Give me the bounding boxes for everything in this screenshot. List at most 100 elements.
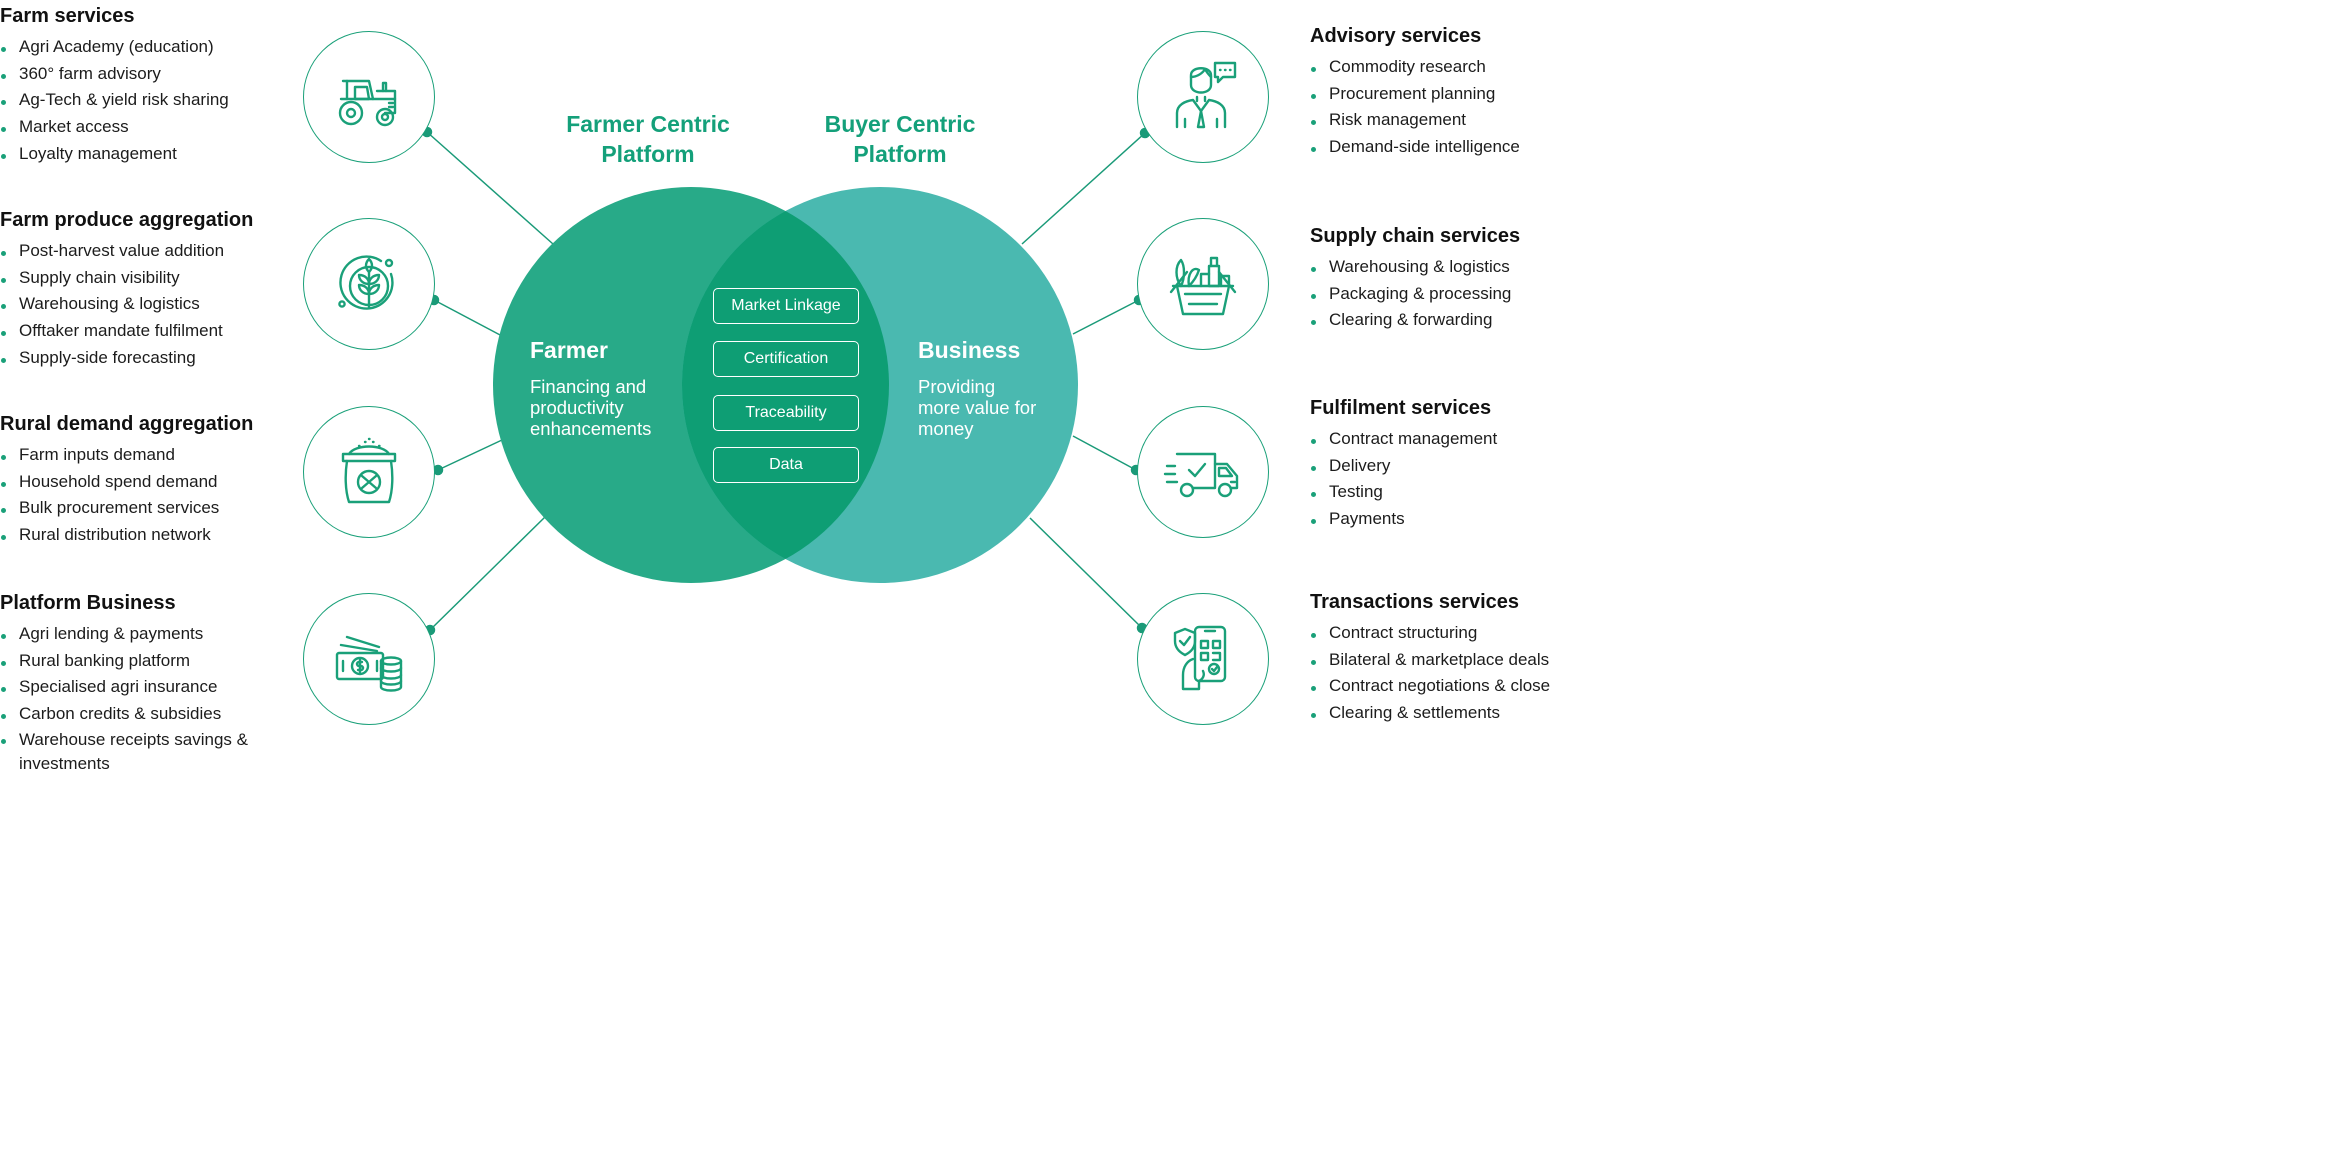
grocery-basket-icon (1169, 256, 1237, 316)
farmer-platform-title-line2: Platform (601, 141, 695, 167)
business-description-line: money (918, 418, 974, 439)
seed-sack-icon (341, 437, 397, 504)
platform-business-block: Platform Business Agri lending & payment… (0, 591, 270, 776)
connector-lines (421, 126, 1151, 636)
connector-farm-produce (433, 299, 503, 337)
farm-produce-block: Farm produce aggregation Post-harvest va… (0, 208, 253, 372)
list-item: Agri lending & payments (0, 621, 270, 648)
advisory-services-list: Commodity research Procurement planning … (1310, 54, 1520, 161)
list-item: Contract management (1310, 426, 1497, 453)
list-item: Farm inputs demand (0, 442, 253, 469)
list-item: Delivery (1310, 453, 1497, 480)
list-item: Loyalty management (0, 141, 229, 168)
supply-chain-title: Supply chain services (1310, 225, 1521, 247)
farm-services-block: Farm services Agri Academy (education) 3… (0, 4, 229, 168)
connector-rural-demand (437, 439, 503, 471)
platform-business-title: Platform Business (0, 592, 176, 614)
business-description-line: more value for (918, 397, 1037, 418)
list-item: Supply chain visibility (0, 265, 253, 292)
farm-produce-list: Post-harvest value addition Supply chain… (0, 238, 253, 372)
connector-advisory (1021, 132, 1146, 245)
list-item: Offtaker mandate fulfilment (0, 318, 253, 345)
list-item: Procurement planning (1310, 81, 1520, 108)
list-item: Demand-side intelligence (1310, 134, 1520, 161)
list-item: Contract negotiations & close (1310, 673, 1550, 700)
farmer-description-line: productivity (530, 397, 624, 418)
overlap-region (682, 187, 889, 583)
list-item: Ag-Tech & yield risk sharing (0, 87, 229, 114)
list-item: Supply-side forecasting (0, 345, 253, 372)
wheat-icon (338, 255, 394, 310)
farmer-heading: Farmer (530, 337, 608, 363)
list-item: Contract structuring (1310, 620, 1550, 647)
mobile-payment-icon-circle (1137, 593, 1269, 725)
pill-traceability: Traceability (713, 395, 859, 431)
list-item: Testing (1310, 479, 1497, 506)
list-item: Warehousing & logistics (1310, 254, 1520, 281)
list-item: Packaging & processing (1310, 281, 1520, 308)
list-item: Clearing & forwarding (1310, 307, 1520, 334)
fulfilment-block: Fulfilment services Contract management … (1310, 396, 1497, 533)
farmer-description-line: Financing and (530, 376, 647, 397)
list-item: Payments (1310, 506, 1497, 533)
supply-chain-block: Supply chain services Warehousing & logi… (1310, 224, 1520, 334)
fulfilment-list: Contract management Delivery Testing Pay… (1310, 426, 1497, 533)
seed-sack-icon-circle (303, 406, 435, 538)
farmer-label: Farmer Financing and productivity enhanc… (530, 336, 651, 439)
list-item: Bilateral & marketplace deals (1310, 647, 1550, 674)
list-item: Clearing & settlements (1310, 700, 1550, 727)
business-description: Providing more value for money (918, 376, 1036, 439)
rural-demand-title: Rural demand aggregation (0, 413, 254, 435)
list-item: Risk management (1310, 107, 1520, 134)
grocery-basket-icon-circle (1137, 218, 1269, 350)
buyer-platform-title: Buyer Centric Platform (800, 109, 1000, 169)
rural-demand-block: Rural demand aggregation Farm inputs dem… (0, 412, 253, 549)
list-item: Carbon credits & subsidies (0, 701, 270, 728)
list-item: Bulk procurement services (0, 495, 253, 522)
connector-farm-services (426, 131, 554, 245)
list-item: Agri Academy (education) (0, 34, 229, 61)
farmer-platform-title-line1: Farmer Centric (566, 111, 730, 137)
business-description-line: Providing (918, 376, 996, 397)
connector-supply-chain (1072, 299, 1140, 335)
list-item: Commodity research (1310, 54, 1520, 81)
transactions-block: Transactions services Contract structuri… (1310, 590, 1550, 727)
farmer-description-line: enhancements (530, 418, 652, 439)
pill-certification: Certification (713, 341, 859, 377)
pill-data: Data (713, 447, 859, 483)
pill-market-linkage: Market Linkage (713, 288, 859, 324)
list-item: Post-harvest value addition (0, 238, 253, 265)
list-item: Rural distribution network (0, 522, 253, 549)
platform-business-list: Agri lending & payments Rural banking pl… (0, 621, 270, 776)
supply-chain-list: Warehousing & logistics Packaging & proc… (1310, 254, 1520, 334)
business-heading: Business (918, 337, 1021, 363)
connector-transactions (1029, 517, 1143, 629)
wheat-icon-circle (303, 218, 435, 350)
farm-produce-title: Farm produce aggregation (0, 209, 254, 231)
list-item: Household spend demand (0, 469, 253, 496)
fulfilment-title: Fulfilment services (1310, 397, 1492, 419)
list-item: Specialised agri insurance (0, 674, 270, 701)
venn-diagram (421, 126, 1151, 636)
business-label: Business Providing more value for money (918, 336, 1036, 439)
advisory-services-block: Advisory services Commodity research Pro… (1310, 24, 1520, 161)
connector-fulfilment (1072, 435, 1137, 471)
farmer-description: Financing and productivity enhancements (530, 376, 651, 439)
list-item: Warehousing & logistics (0, 291, 253, 318)
delivery-truck-icon-circle (1137, 406, 1269, 538)
money-coins-icon-circle (303, 593, 435, 725)
advisor-icon (1175, 61, 1237, 129)
connector-platform-business (429, 516, 546, 631)
transactions-title: Transactions services (1310, 591, 1520, 613)
advisor-icon-circle (1137, 31, 1269, 163)
farm-services-list: Agri Academy (education) 360° farm advis… (0, 34, 229, 168)
list-item: 360° farm advisory (0, 61, 229, 88)
list-item: Market access (0, 114, 229, 141)
list-item: Warehouse receipts savings & investments (0, 728, 270, 776)
money-coins-icon (335, 635, 403, 692)
buyer-platform-title-line1: Buyer Centric (824, 111, 976, 137)
buyer-platform-title-line2: Platform (853, 141, 947, 167)
tractor-icon (338, 79, 397, 127)
mobile-payment-icon (1173, 625, 1227, 691)
delivery-truck-icon (1163, 452, 1239, 498)
